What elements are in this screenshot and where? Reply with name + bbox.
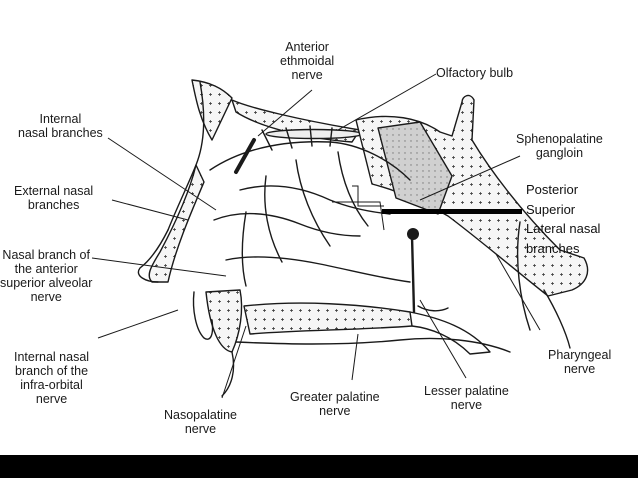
- nasal-cartilage: [148, 164, 205, 283]
- label-nasopalatine-nerve: Nasopalatine nerve: [164, 408, 237, 436]
- olfactory-bulb-shape: [265, 128, 363, 140]
- sphenopalatine-ganglion-shape: [377, 121, 453, 215]
- label-olfactory-bulb: Olfactory bulb: [436, 66, 514, 80]
- label-greater-palatine-nerve: Greater palatine nerve: [290, 390, 380, 418]
- label-internal-nasal-branch-infraorbital: Internal nasal branch of the infra-orbit…: [14, 350, 90, 406]
- label-external-nasal-branches: External nasal branches: [14, 184, 94, 212]
- label-lesser-palatine-nerve: Lesser palatine nerve: [424, 384, 509, 412]
- posterior-superior-pointer-bar: [382, 209, 522, 214]
- label-internal-nasal-branches: Internal nasal branches: [18, 112, 103, 140]
- label-pharyngeal-nerve: Pharyngeal nerve: [548, 348, 612, 376]
- soft-palate: [409, 311, 491, 355]
- label-posterior-superior-lateral-nasal-branches: Posterior Superior Lateral nasal branche…: [526, 182, 601, 256]
- label-sphenopalatine-ganglion: Sphenopalatine gangloin: [516, 132, 603, 160]
- label-anterior-ethmoidal-nerve: Anterior ethmoidal nerve: [280, 40, 335, 82]
- hard-palate: [243, 302, 413, 335]
- nasal-bone: [191, 79, 233, 141]
- nose-outline: [137, 229, 169, 283]
- bottom-black-bar: [0, 455, 638, 478]
- label-nasal-branch-anterior-superior-alveolar: Nasal branch of the anterior superior al…: [0, 248, 93, 304]
